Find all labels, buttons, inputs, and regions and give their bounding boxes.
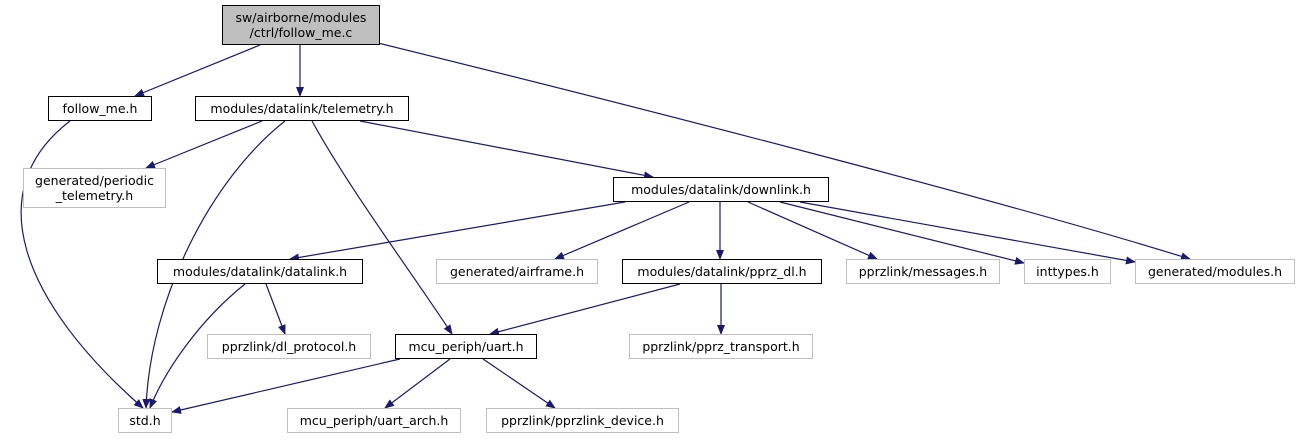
node-uart-arch-h[interactable]: mcu_periph/uart_arch.h [287, 408, 461, 433]
node-modules-h[interactable]: generated/modules.h [1135, 259, 1295, 284]
node-pprzlink-device-h[interactable]: pprzlink/pprzlink_device.h [486, 408, 679, 433]
node-follow-me-h[interactable]: follow_me.h [48, 96, 152, 121]
edge-telemetry_h-to-periodic_telemetry_h [145, 120, 263, 169]
edge-follow_me_h-to-std_h [20, 120, 144, 409]
node-std-h[interactable]: std.h [118, 408, 172, 433]
edge-uart_h-to-pprzlink_device_h [482, 358, 556, 409]
node-datalink-h[interactable]: modules/datalink/datalink.h [157, 259, 363, 284]
node-label: generated/modules.h [1147, 264, 1283, 279]
node-label: modules/datalink/telemetry.h [210, 101, 394, 116]
node-label: generated/periodic _telemetry.h [35, 173, 154, 203]
node-telemetry-h[interactable]: modules/datalink/telemetry.h [195, 96, 409, 121]
node-label: pprzlink/pprz_transport.h [642, 339, 800, 354]
edge-downlink_h-to-inttypes_h [779, 201, 1025, 265]
edge-uart_h-to-std_h [171, 358, 401, 414]
node-label: sw/airborne/modules /ctrl/follow_me.c [235, 10, 367, 40]
edge-downlink_h-to-modules_h [799, 201, 1136, 265]
node-label: std.h [129, 413, 161, 428]
node-label: mcu_periph/uart_arch.h [299, 413, 449, 428]
edge-telemetry_h-to-downlink_h [359, 120, 654, 180]
edge-uart_h-to-uart_arch_h [384, 358, 451, 409]
node-periodic-telemetry-h[interactable]: generated/periodic _telemetry.h [23, 168, 166, 208]
edge-datalink_h-to-std_h [149, 283, 246, 409]
node-pprz-transport-h[interactable]: pprzlink/pprz_transport.h [629, 334, 813, 359]
node-label: modules/datalink/datalink.h [172, 264, 348, 279]
edge-telemetry_h-to-uart_h [311, 120, 453, 335]
edge-datalink_h-to-dl_protocol_h [265, 283, 286, 335]
node-follow-me-c[interactable]: sw/airborne/modules /ctrl/follow_me.c [222, 5, 380, 45]
node-label: pprzlink/messages.h [858, 264, 988, 279]
edge-pprz_dl_h-to-uart_h [489, 283, 681, 336]
node-airframe-h[interactable]: generated/airframe.h [436, 259, 598, 284]
node-label: modules/datalink/pprz_dl.h [637, 264, 807, 279]
node-inttypes-h[interactable]: inttypes.h [1024, 259, 1111, 284]
edge-telemetry_h-to-std_h [142, 120, 286, 409]
edge-root-to-modules_h [377, 42, 1191, 261]
edge-root-to-follow_me_h [134, 44, 261, 97]
node-label: pprzlink/pprzlink_device.h [501, 413, 664, 428]
node-label: pprzlink/dl_protocol.h [221, 339, 357, 354]
node-label: generated/airframe.h [449, 264, 584, 279]
node-label: modules/datalink/downlink.h [631, 182, 811, 197]
edge-downlink_h-to-messages_h [747, 201, 878, 260]
node-label: mcu_periph/uart.h [408, 339, 524, 354]
node-dl-protocol-h[interactable]: pprzlink/dl_protocol.h [207, 334, 371, 359]
node-pprz-dl-h[interactable]: modules/datalink/pprz_dl.h [622, 259, 822, 284]
node-label: inttypes.h [1036, 264, 1099, 279]
edge-downlink_h-to-airframe_h [554, 201, 690, 260]
node-uart-h[interactable]: mcu_periph/uart.h [395, 334, 537, 359]
node-label: follow_me.h [62, 101, 138, 116]
node-downlink-h[interactable]: modules/datalink/downlink.h [613, 177, 829, 202]
node-messages-h[interactable]: pprzlink/messages.h [846, 259, 1000, 284]
edge-downlink_h-to-datalink_h [289, 201, 626, 262]
